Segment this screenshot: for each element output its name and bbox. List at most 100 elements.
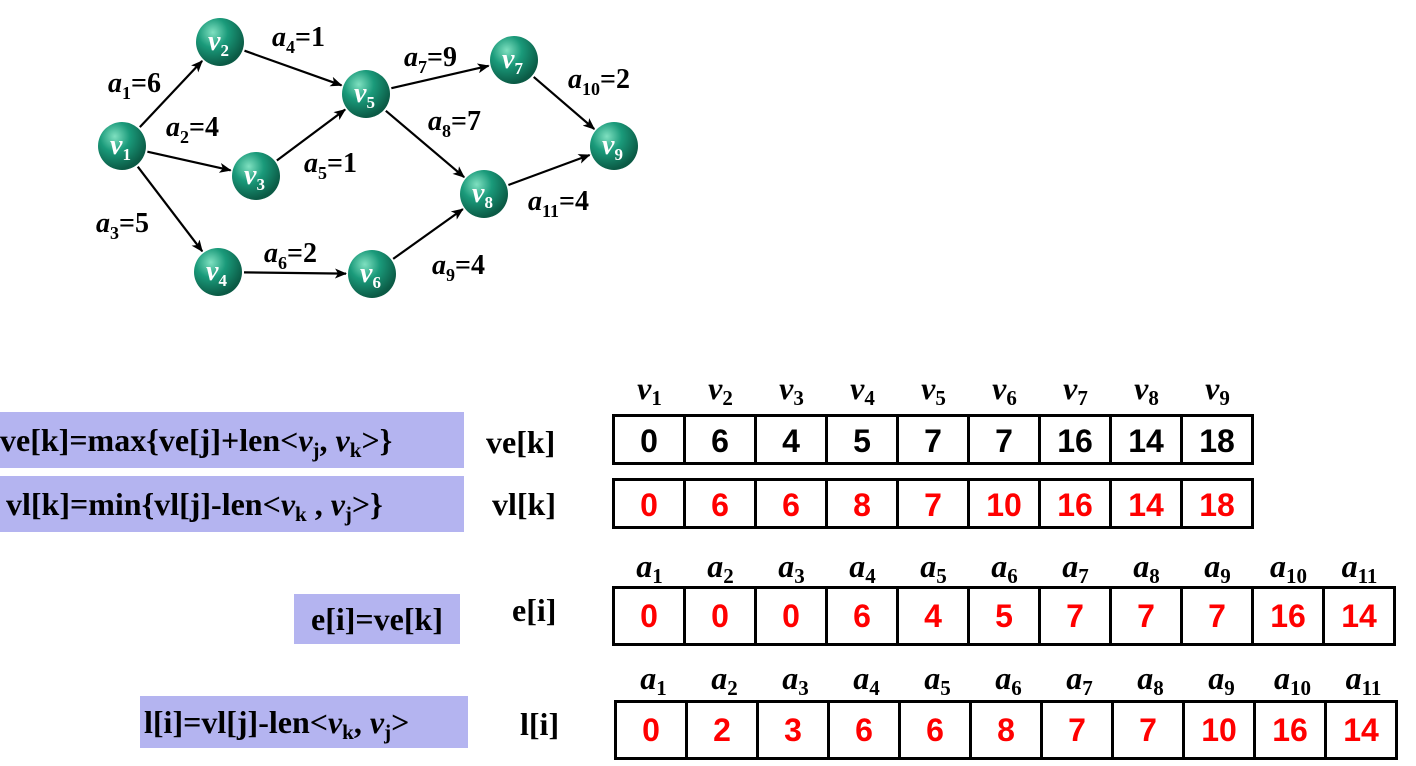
e-cell-2: 0 — [683, 589, 754, 643]
e-cell-1: 0 — [640, 598, 658, 634]
l-formula-post: > — [391, 704, 410, 740]
edge-v1-v4 — [136, 166, 204, 253]
edge-v5-v7 — [391, 63, 490, 90]
activity-l-header-11: a11 — [1345, 660, 1382, 700]
vl-cell-7: 16 — [1038, 481, 1109, 526]
vertex-header-8: v8 — [1134, 370, 1159, 410]
vertex-header-1: v1 — [637, 370, 662, 410]
activity-l-header-6: a6 — [995, 660, 1022, 700]
ve-formula-mid: , — [319, 422, 336, 458]
edge-label-v5-v8: a8=7 — [428, 106, 481, 141]
ve-cell-9: 18 — [1180, 417, 1251, 462]
ve-cell-4: 5 — [825, 417, 896, 462]
activity-l-header-8: a8 — [1137, 660, 1164, 700]
edge-v5-v8 — [385, 109, 465, 179]
activity-e-header-5: a5 — [920, 548, 947, 588]
activity-l-header-2: a2 — [711, 660, 738, 700]
l-cell-6: 8 — [969, 703, 1040, 757]
vl-array-name: vl[k] — [492, 486, 556, 522]
e-cell-8: 7 — [1109, 589, 1180, 643]
vertex-header-3: v3 — [779, 370, 804, 410]
vl-formula: vl[k]=min{vl[j]-len<vk , vj>} — [0, 476, 464, 532]
e-cell-7: 7 — [1038, 589, 1109, 643]
ve-formula-var-b: v — [335, 422, 350, 458]
svg-text:v3: v3 — [244, 160, 265, 194]
edge-label-v7-v9: a10=2 — [568, 64, 630, 99]
activity-e-header-7: a7 — [1062, 548, 1089, 588]
edge-v1-v2 — [139, 60, 203, 128]
node-v8: v8 — [460, 170, 508, 218]
l-formula-pre: l[i]=vl[j]-len< — [144, 704, 328, 740]
ve-cell-2: 6 — [683, 417, 754, 462]
activity-l-header-9: a9 — [1208, 660, 1235, 700]
edge-label-v5-v7: a7=9 — [404, 42, 457, 77]
vl-formula-post: >} — [351, 486, 383, 522]
node-v7: v7 — [490, 36, 538, 84]
node-v1: v1 — [98, 122, 146, 170]
e-cell-11: 14 — [1322, 589, 1393, 643]
svg-text:v6: v6 — [360, 258, 381, 292]
activity-l-header-3: a3 — [782, 660, 809, 700]
l-formula-sub-a: k — [342, 720, 354, 744]
svg-text:v8: v8 — [472, 178, 493, 212]
svg-text:v5: v5 — [354, 78, 375, 112]
vertex-header-4: v4 — [850, 370, 875, 410]
activity-e-header-3: a3 — [778, 548, 805, 588]
vl-cell-4: 8 — [825, 481, 896, 526]
ve-cell-1: 0 — [640, 423, 658, 459]
l-cell-4: 6 — [827, 703, 898, 757]
activity-e-header-10: a10 — [1270, 548, 1307, 588]
l-cell-2: 2 — [685, 703, 756, 757]
edge-label-v4-v6: a6=2 — [264, 238, 317, 273]
vl-formula-pre: vl[k]=min{vl[j]-len< — [6, 486, 281, 522]
edge-v1-v3 — [147, 150, 232, 173]
edge-v8-v9 — [508, 153, 591, 187]
edge-label-v3-v5: a5=1 — [304, 148, 357, 183]
activity-e-header-1: a1 — [636, 548, 663, 588]
node-v6: v6 — [348, 250, 396, 298]
ve-array-name: ve[k] — [486, 424, 556, 460]
vl-cell-3: 6 — [754, 481, 825, 526]
e-cell-9: 7 — [1180, 589, 1251, 643]
l-cell-1: 0 — [642, 712, 660, 748]
l-cell-8: 7 — [1111, 703, 1182, 757]
vl-cell-6: 10 — [967, 481, 1038, 526]
ve-formula-post: >} — [361, 422, 393, 458]
node-v2: v2 — [196, 18, 244, 66]
edge-v6-v8 — [392, 208, 464, 260]
activity-l-header-7: a7 — [1066, 660, 1093, 700]
e-array-name: e[i] — [512, 592, 557, 628]
activity-e-header-4: a4 — [849, 548, 876, 588]
edge-label-v8-v9: a11=4 — [528, 186, 589, 221]
e-formula-text: e[i]=ve[k] — [311, 601, 443, 637]
e-cell-5: 4 — [896, 589, 967, 643]
edge-v4-v6 — [243, 268, 348, 279]
ve-formula-var-a: v — [298, 422, 313, 458]
l-cell-5: 6 — [898, 703, 969, 757]
l-cell-10: 16 — [1253, 703, 1324, 757]
ve-formula-sub-a: j — [312, 438, 320, 462]
ve-cell-7: 16 — [1038, 417, 1109, 462]
l-formula-mid: , — [353, 704, 370, 740]
activity-l-header-1: a1 — [640, 660, 667, 700]
activity-e-header-9: a9 — [1204, 548, 1231, 588]
node-v9: v9 — [590, 122, 638, 170]
svg-text:v1: v1 — [110, 130, 131, 164]
vl-formula-sub-a: k — [295, 502, 307, 526]
svg-text:v4: v4 — [206, 256, 227, 290]
vl-formula-mid: , — [306, 486, 331, 522]
activity-l-header-4: a4 — [853, 660, 880, 700]
vl-cell-1: 0 — [640, 487, 658, 523]
node-v5: v5 — [342, 70, 390, 118]
activity-l-header-10: a10 — [1274, 660, 1311, 700]
node-v4: v4 — [194, 248, 242, 296]
e-formula: e[i]=ve[k] — [294, 594, 460, 644]
edge-label-v1-v2: a1=6 — [108, 68, 161, 103]
edge-v3-v5 — [276, 108, 346, 162]
